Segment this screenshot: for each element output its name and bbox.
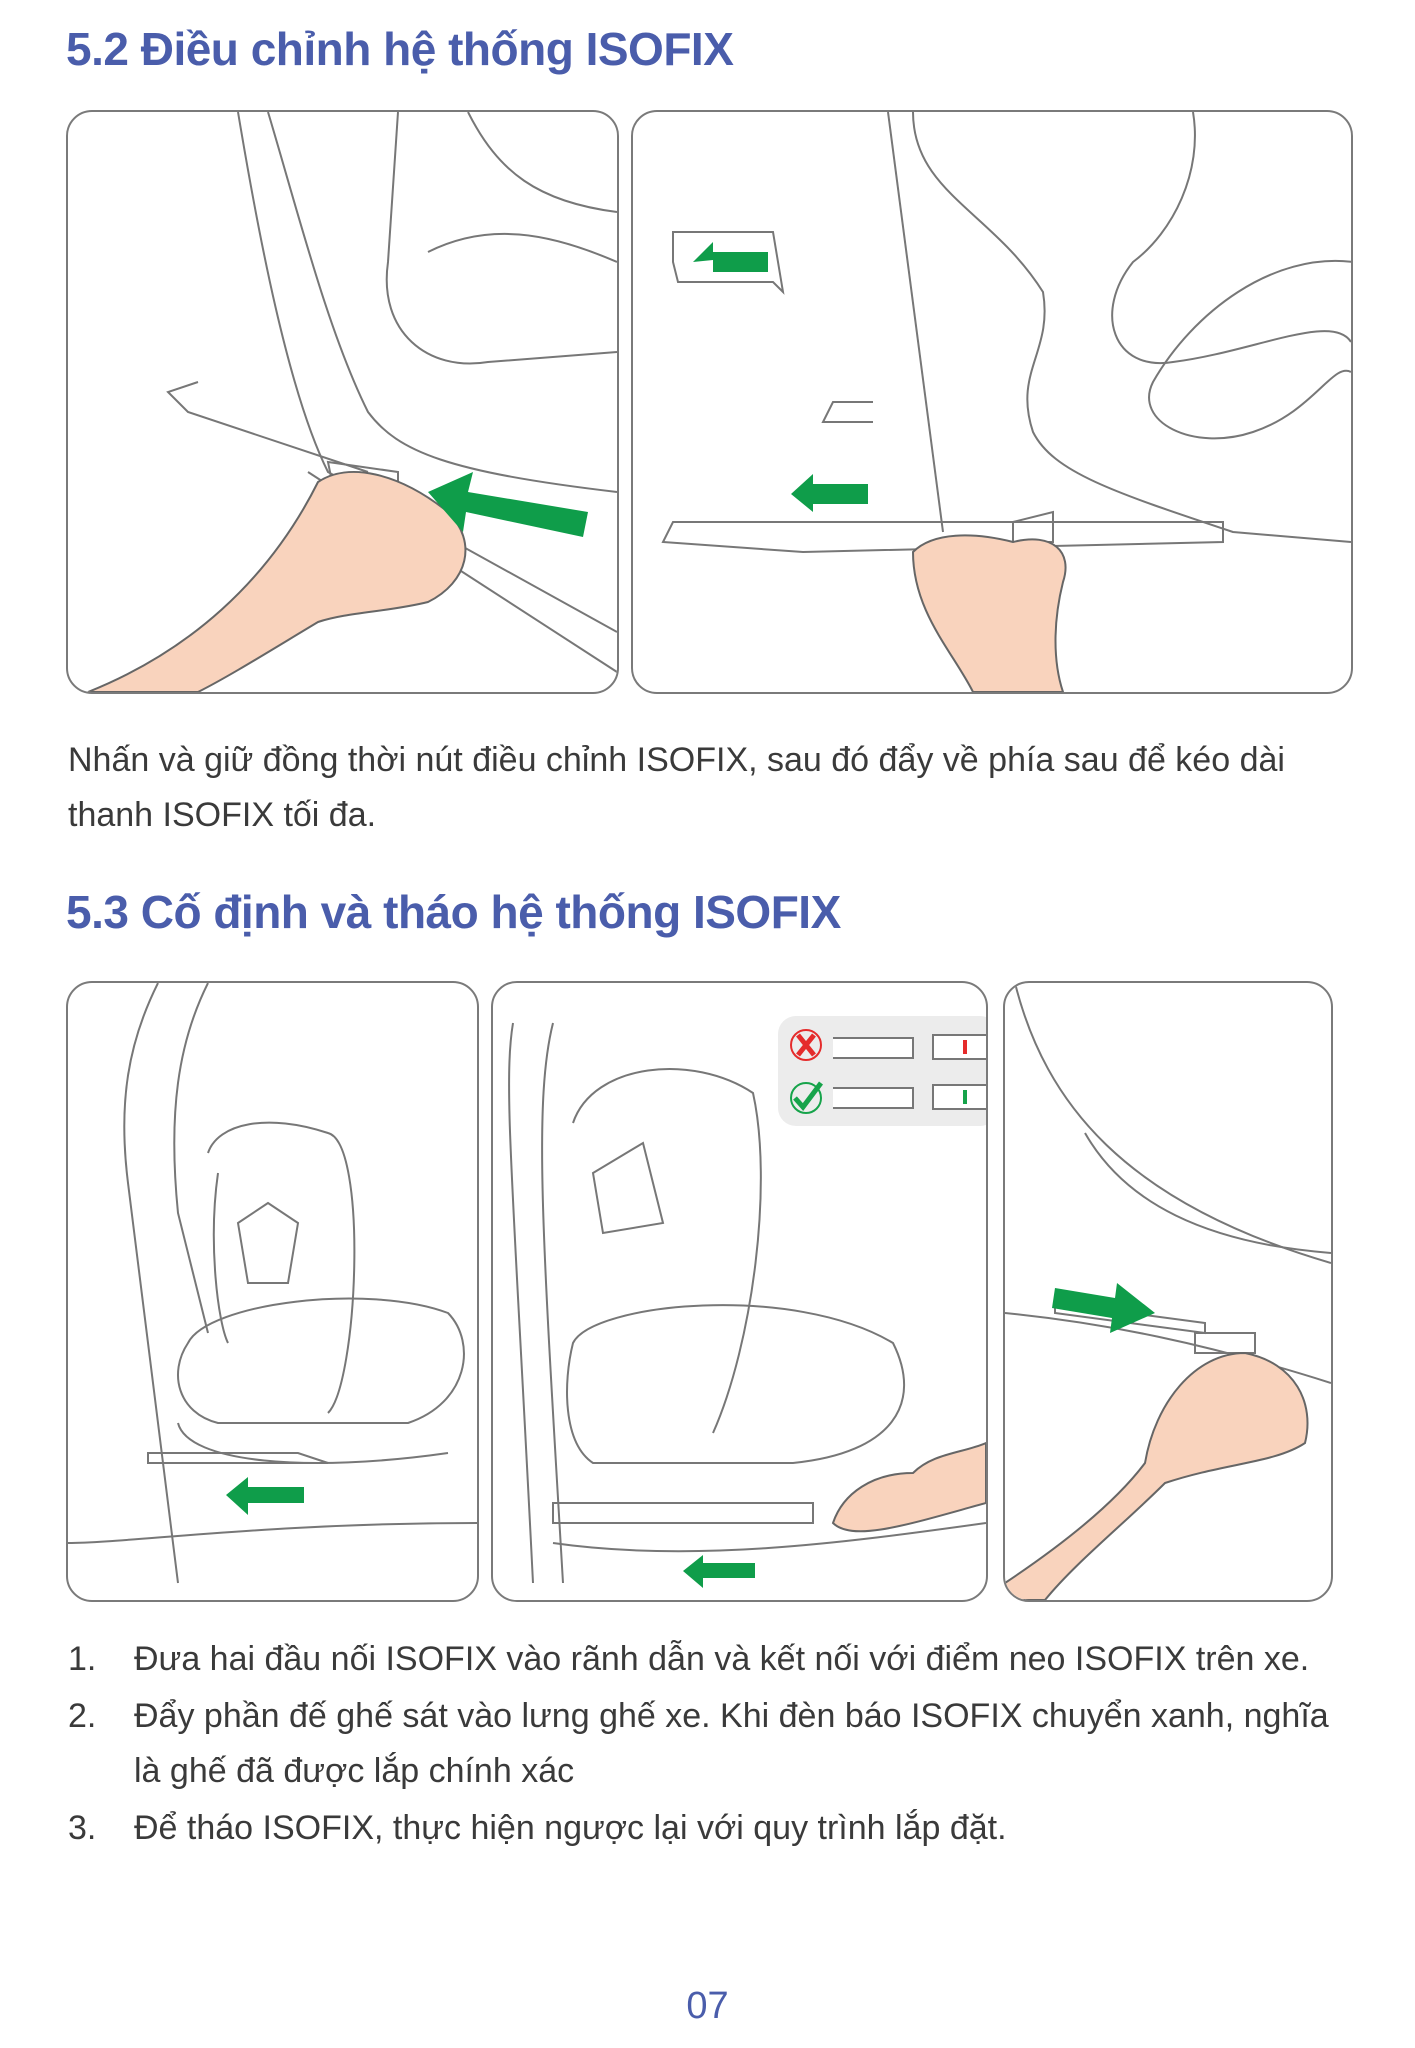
arrow-left-icon [226, 1477, 304, 1515]
illustration-press-adjust-button [66, 110, 619, 694]
arrow-right-icon [1052, 1283, 1155, 1333]
step-item: 1. Đưa hai đầu nối ISOFIX vào rãnh dẫn và… [68, 1632, 1358, 1687]
step-item: 2. Đẩy phần đế ghế sát vào lưng ghế xe. K… [68, 1689, 1358, 1799]
installation-steps: 1. Đưa hai đầu nối ISOFIX vào rãnh dẫn và… [68, 1632, 1358, 1858]
arrow-left-icon [791, 474, 868, 512]
arrow-left-icon [683, 1555, 755, 1588]
step-text: Đưa hai đầu nối ISOFIX vào rãnh dẫn và k… [134, 1640, 1310, 1678]
hand-icon [1005, 1351, 1309, 1600]
step-number: 1. [68, 1640, 97, 1678]
wrong-icon [790, 1029, 822, 1061]
step-text: Đẩy phần đế ghế sát vào lưng ghế xe. Khi… [134, 1697, 1329, 1790]
indicator-inset [778, 1016, 986, 1126]
arrow-left-icon [428, 472, 588, 537]
step-number: 2. [68, 1697, 97, 1735]
illustration-push-seat-indicator [491, 981, 988, 1602]
illustration-extend-isofix-bar [631, 110, 1353, 694]
step-number: 3. [68, 1809, 97, 1847]
hand-icon [911, 534, 1067, 692]
illustration-insert-connectors [66, 981, 479, 1602]
hand-icon [87, 471, 467, 692]
section-5-3-title: 5.3 Cố định và tháo hệ thống ISOFIX [66, 886, 841, 938]
correct-icon [790, 1082, 822, 1114]
hand-icon [831, 1441, 986, 1533]
arrow-left-icon [693, 242, 768, 272]
illustration-remove-isofix [1003, 981, 1333, 1602]
section-5-2-description: Nhấn và giữ đồng thời nút điều chỉnh ISO… [68, 741, 1285, 834]
step-item: 3. Để tháo ISOFIX, thực hiện ngược lại vớ… [68, 1801, 1358, 1856]
step-text: Để tháo ISOFIX, thực hiện ngược lại với … [134, 1809, 1007, 1847]
section-5-2-title: 5.2 Điều chỉnh hệ thống ISOFIX [66, 23, 734, 75]
page-number: 07 [686, 1985, 729, 2027]
